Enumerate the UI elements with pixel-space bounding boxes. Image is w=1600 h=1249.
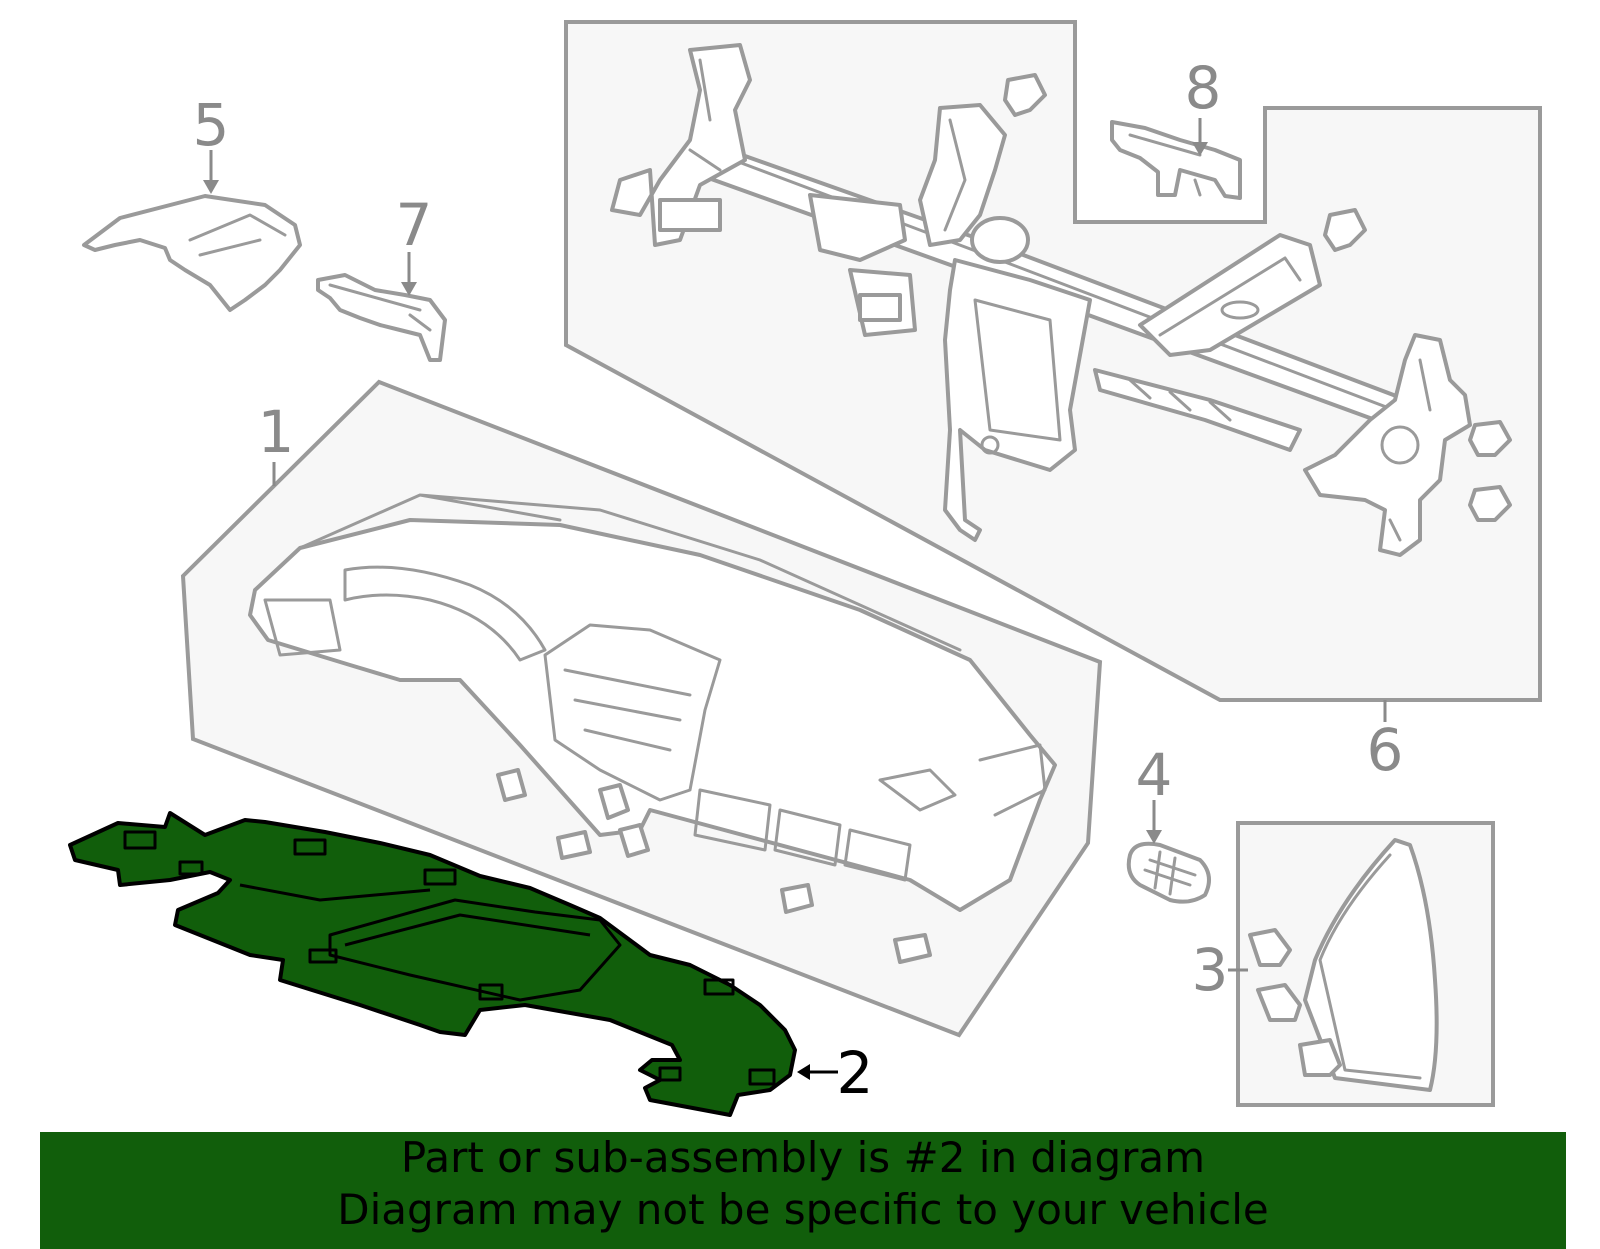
banner-line-1: Part or sub-assembly is #2 in diagram [400,1133,1206,1182]
callout-3: 3 [1192,936,1229,1004]
part-6-steering-hanger [610,43,1512,557]
part-5-leader [203,150,219,194]
part-8-bracket [1110,120,1242,200]
part-7-bracket [316,273,447,362]
part-2-highlighted [68,811,797,1117]
callout-8: 8 [1185,54,1222,122]
part-4-vent [1126,841,1211,904]
part-2-leader [797,1064,838,1080]
banner-background [40,1132,1566,1249]
part-3-side-cover [1248,838,1439,1092]
callout-4: 4 [1136,741,1173,809]
info-banner: Part or sub-assembly is #2 in diagram Di… [40,1132,1566,1244]
callout-5: 5 [193,91,230,159]
callout-1: 1 [258,398,295,466]
part-7-leader [401,252,417,296]
banner-line-2: Diagram may not be specific to your vehi… [337,1185,1269,1234]
callout-2: 2 [837,1039,874,1107]
callout-6: 6 [1367,716,1404,784]
callout-7: 7 [396,191,433,259]
part-8-leader [1192,118,1208,156]
part-5-column-cover [82,194,302,312]
part-1-instrument-panel [248,493,1057,964]
part-4-leader [1146,800,1162,844]
